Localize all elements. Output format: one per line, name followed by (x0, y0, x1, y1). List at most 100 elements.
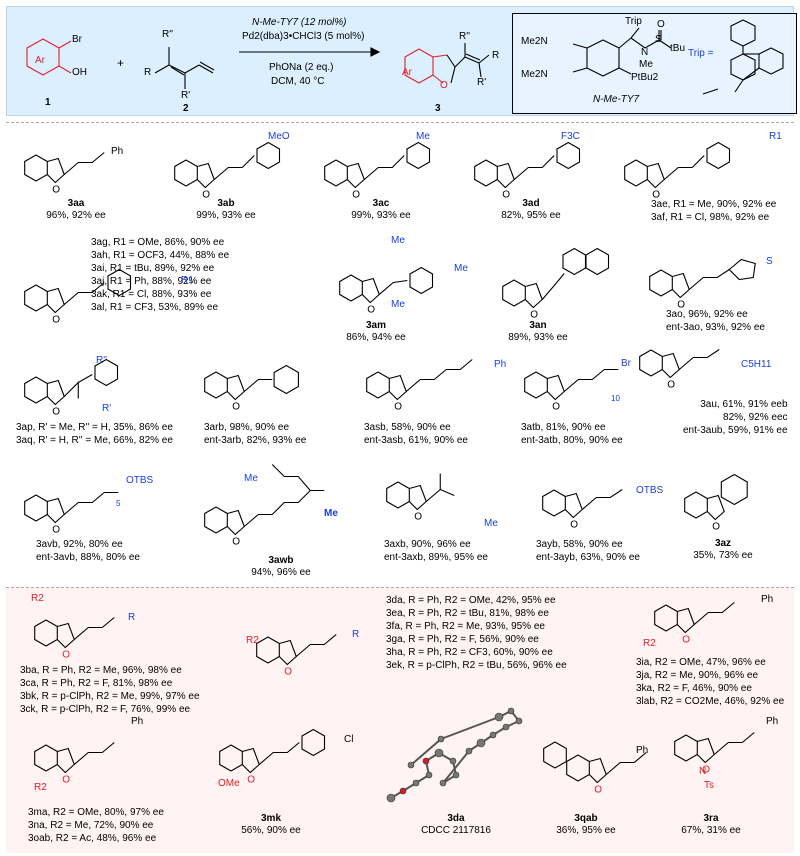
reactant-2-r1: R' (181, 90, 191, 101)
ac-furan-ring (346, 162, 365, 189)
ag-oxygen-atom: O (52, 315, 60, 326)
ac-oxygen-atom: O (352, 190, 360, 201)
ac-aryl-ring (406, 141, 431, 170)
am-label: 3am 86%, 94% ee (331, 320, 421, 344)
ad-benzene-ring (474, 159, 498, 187)
reactant-2-structure (154, 47, 215, 89)
aa-ph: Ph (111, 146, 124, 157)
ad-aryl-ring (556, 141, 581, 170)
ab-result: 99%, 93% ee (196, 210, 256, 221)
ay-otbs: OTBS (636, 485, 664, 496)
ae-af-list: 3ae, R1 = Me, 90%, 92% ee 3af, R1 = Cl, … (651, 198, 776, 224)
at-line: 3atb, 81%, 90% ee (521, 422, 606, 433)
ra-n: N (699, 766, 707, 777)
d-r2: R2 (246, 635, 259, 646)
ab-aryl-ring (256, 141, 281, 170)
catalyst-o: O (657, 19, 665, 30)
qa-ph: Ph (636, 745, 649, 756)
as-line: 3asb, 58%, 90% ee (364, 422, 451, 433)
ma-oxygen-atom: O (62, 775, 70, 786)
ad-result: 82%, 95% ee (501, 210, 561, 221)
ma-oa-list: 3ma, R2 = OMe, 80%, 97% ee 3na, R2 = Me,… (28, 806, 164, 845)
catalyst-nme2-bottom: Me2N (521, 69, 548, 80)
au-line: 3au, 61%, 91% eeb (700, 399, 788, 410)
ma-benzene-ring (34, 744, 58, 772)
ae-aryl-ring (706, 141, 731, 170)
i-ph: Ph (761, 594, 774, 605)
aw-oxygen-atom: O (232, 537, 240, 548)
condition-base: PhONa (2 eq.) (269, 62, 334, 73)
crystal-atom (465, 747, 473, 755)
ent-as-line: ent-3asb, 61%, 90% ee (364, 435, 468, 446)
product-r: R (492, 50, 500, 61)
ap-benzene-ring (24, 376, 48, 404)
crystal-structure (386, 707, 523, 803)
mk-label: 3mk 56%, 90% ee (226, 813, 316, 837)
ao-benzene-ring (649, 269, 673, 297)
an-naphthyl-ring-a (562, 247, 587, 276)
aj-line: 3aj, R1 = Ph, 88%, 92% ee (91, 276, 212, 287)
crystal-atom (502, 723, 510, 731)
at-furan-ring (546, 374, 565, 401)
i-r2: R2 (643, 638, 656, 649)
ar-furan-ring (226, 374, 245, 401)
ga-line: 3ga, R = Ph, R2 = F, 56%, 90% ee (386, 634, 539, 645)
ap-oxygen-atom: O (52, 407, 60, 418)
catalyst-nme2-top: Me2N (521, 36, 548, 47)
ap-line: 3ap, R' = Me, R'' = H, 35%, 86% ee (16, 422, 173, 433)
ba-line: 3ba, R = Ph, R2 = Me, 96%, 98% ee (20, 665, 182, 676)
ad-label: 3ad 82%, 95% ee (486, 198, 576, 222)
am-me-bottom: Me (391, 299, 405, 310)
ba-oxygen-atom: O (62, 650, 70, 661)
ab-furan-ring (196, 162, 215, 189)
au-furan-ring (661, 352, 680, 379)
product-structure (404, 48, 448, 84)
catalyst-box: Me2N Me2N Trip S O N Me tBu PtBu2 N-Me-T… (512, 13, 797, 114)
ao-thiophene-ring (728, 258, 756, 281)
am-me-top: Me (391, 235, 405, 246)
ar-line: 3arb, 98%, 90% ee (204, 422, 290, 433)
mk-result: 56%, 90% ee (241, 825, 301, 836)
aa-benzene-ring (24, 154, 48, 182)
ac-label: 3ac 99%, 93% ee (336, 198, 426, 222)
qa-vinyl (605, 752, 647, 775)
catalyst-ptbu2: PtBu2 (631, 72, 659, 83)
an-result: 89%, 93% ee (508, 332, 568, 343)
ae-benzene-ring (624, 159, 648, 187)
ax-benzene-ring (386, 481, 410, 509)
da-oxygen-atom: O (284, 667, 292, 678)
qa-result: 36%, 95% ee (556, 825, 616, 836)
av-otbs: OTBS (126, 475, 154, 486)
crystal-atom (425, 771, 433, 779)
da-vinyl (295, 634, 337, 657)
an-naphthyl-ring-b (585, 247, 610, 276)
crystal-atom (476, 738, 486, 748)
catalyst-structure (572, 27, 719, 95)
ax-oxygen-atom: O (414, 512, 422, 523)
ao-list: 3ao, 96%, 92% ee ent-3ao, 93%, 92% ee (666, 308, 765, 334)
ad-number: 3ad (522, 198, 540, 209)
am-benzene-ring (339, 274, 363, 302)
ay-vinyl (581, 489, 623, 510)
condition-ligand: N-Me-TY7 (12 mol%) (252, 17, 347, 28)
am-me-right: Me (454, 263, 468, 274)
qa-label: 3qab 36%, 95% ee (541, 813, 631, 837)
ar-vinyl (243, 378, 273, 392)
aa-furan-ring (46, 157, 65, 184)
mk-benzene-ring (219, 744, 243, 772)
at-benzene-ring (524, 371, 548, 399)
ae-substituent: R1 (769, 131, 782, 142)
ck-line: 3ck, R = p-ClPh, R2 = F, 76%, 99% ee (20, 704, 191, 715)
crystal-atom (494, 712, 504, 722)
ag-furan-ring (46, 287, 65, 314)
aw-furan-ring (226, 509, 245, 536)
aw-result: 94%, 96% ee (251, 567, 311, 578)
aa-number: 3aa (67, 198, 85, 209)
crystal-atom (439, 779, 447, 787)
catalyst-s: S (655, 34, 662, 45)
ac-result: 99%, 93% ee (351, 210, 411, 221)
ma-vinyl (73, 742, 115, 765)
an-label: 3an 89%, 93% ee (493, 320, 583, 344)
condition-palladium: Pd2(dba)3•CHCl3 (5 mol%) (242, 31, 365, 42)
